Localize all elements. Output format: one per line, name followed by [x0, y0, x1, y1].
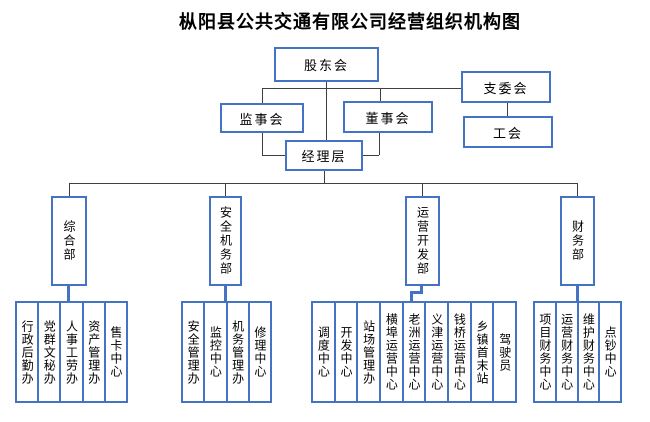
node-labor-union: 工会 — [463, 116, 553, 148]
connector-line — [262, 155, 285, 156]
unit-group-operations-development: 调度中心开发中心站场管理办横埠运营中心老洲运营中心义津运营中心钱桥运营中心乡镇首… — [311, 301, 518, 403]
unit-group-finance: 项目财务中心运营财务中心维护财务中心点钞中心 — [533, 301, 622, 403]
dept-safety-machinery: 安全机务部 — [209, 196, 242, 286]
unit-box: 驾驶员 — [492, 301, 518, 403]
unit-label: 点钞中心 — [603, 326, 618, 378]
connector-stub — [224, 285, 227, 301]
unit-label: 横埠运营中心 — [384, 313, 399, 391]
connector-line — [326, 82, 327, 140]
connector-line — [363, 155, 379, 156]
unit-box: 调度中心 — [311, 301, 336, 403]
unit-box: 运营财务中心 — [554, 301, 579, 403]
node-management-label: 经理层 — [301, 149, 347, 164]
dept-safety-machinery-label: 安全机务部 — [218, 206, 233, 276]
connector-stub — [67, 285, 70, 301]
unit-label: 项目财务中心 — [537, 313, 552, 391]
connector-line — [262, 88, 263, 103]
connector-stub — [410, 291, 423, 294]
connector-line — [262, 133, 263, 155]
unit-box: 义津运营中心 — [424, 301, 450, 403]
unit-box: 人事工劳办 — [59, 301, 84, 403]
unit-label: 老洲运营中心 — [407, 313, 422, 391]
node-board-of-directors-label: 董事会 — [365, 110, 411, 126]
node-supervisory-board-label: 监事会 — [239, 111, 285, 127]
unit-label: 运营财务中心 — [559, 313, 574, 391]
node-branch-committee-label: 支委会 — [483, 80, 529, 96]
node-supervisory-board: 监事会 — [220, 103, 304, 133]
unit-label: 义津运营中心 — [429, 313, 444, 391]
node-shareholders-label: 股东会 — [303, 58, 349, 73]
unit-label: 修理中心 — [252, 326, 267, 378]
dept-finance-label: 财务部 — [570, 220, 585, 262]
connector-line — [507, 103, 508, 116]
unit-box: 行政后勤办 — [15, 301, 40, 403]
connector-stub — [410, 291, 413, 301]
unit-box: 机务管理办 — [225, 301, 250, 403]
connector-line — [69, 183, 577, 184]
unit-group-safety-machinery: 安全管理办监控中心机务管理办修理中心 — [181, 301, 272, 403]
unit-box: 修理中心 — [247, 301, 272, 403]
node-management: 经理层 — [285, 140, 363, 171]
connector-line — [324, 171, 325, 183]
unit-box: 资产管理办 — [81, 301, 106, 403]
node-board-of-directors: 董事会 — [343, 101, 433, 133]
unit-box: 横埠运营中心 — [379, 301, 404, 403]
connector-line — [225, 183, 226, 196]
connector-line — [577, 183, 578, 196]
unit-label: 安全管理办 — [186, 319, 201, 385]
node-labor-union-label: 工会 — [492, 125, 523, 141]
unit-label: 监控中心 — [208, 326, 223, 378]
unit-box: 钱桥运营中心 — [447, 301, 472, 403]
unit-label: 人事工劳办 — [64, 319, 79, 385]
dept-general-affairs-label: 综合部 — [62, 220, 76, 262]
connector-stub — [420, 285, 423, 293]
unit-box: 项目财务中心 — [533, 301, 557, 403]
unit-box: 监控中心 — [203, 301, 228, 403]
node-branch-committee: 支委会 — [461, 71, 551, 103]
dept-general-affairs: 综合部 — [51, 196, 87, 286]
unit-label: 售卡中心 — [108, 326, 123, 378]
unit-label: 站场管理办 — [361, 319, 376, 385]
dept-operations-development-label: 运营开发部 — [415, 206, 430, 276]
unit-box: 点钞中心 — [598, 301, 622, 403]
unit-label: 驾驶员 — [497, 332, 512, 372]
connector-line — [69, 183, 70, 196]
unit-label: 党群文秘办 — [42, 319, 57, 385]
unit-box: 老洲运营中心 — [401, 301, 427, 403]
dept-finance: 财务部 — [560, 196, 595, 286]
unit-label: 乡镇首末站 — [475, 319, 490, 385]
unit-label: 调度中心 — [316, 326, 331, 378]
unit-box: 安全管理办 — [181, 301, 206, 403]
unit-label: 资产管理办 — [86, 319, 101, 385]
unit-label: 维护财务中心 — [581, 313, 596, 391]
unit-box: 售卡中心 — [103, 301, 129, 403]
unit-label: 开发中心 — [339, 326, 353, 378]
unit-box: 开发中心 — [333, 301, 359, 403]
unit-box: 党群文秘办 — [37, 301, 62, 403]
unit-box: 维护财务中心 — [576, 301, 601, 403]
connector-line — [422, 183, 423, 196]
connector-line — [262, 88, 461, 89]
dept-operations-development: 运营开发部 — [405, 196, 440, 286]
connector-stub — [576, 285, 579, 301]
unit-box: 站场管理办 — [356, 301, 382, 403]
connector-line — [380, 88, 381, 101]
unit-label: 机务管理办 — [230, 319, 245, 385]
unit-label: 行政后勤办 — [20, 319, 35, 385]
connector-line — [379, 133, 380, 155]
unit-box: 乡镇首末站 — [469, 301, 495, 403]
chart-title: 枞阳县公共交通有限公司经营组织机构图 — [179, 12, 521, 32]
unit-group-general-affairs: 行政后勤办党群文秘办人事工劳办资产管理办售卡中心 — [15, 301, 129, 403]
unit-label: 钱桥运营中心 — [452, 313, 467, 391]
node-shareholders: 股东会 — [274, 47, 379, 82]
